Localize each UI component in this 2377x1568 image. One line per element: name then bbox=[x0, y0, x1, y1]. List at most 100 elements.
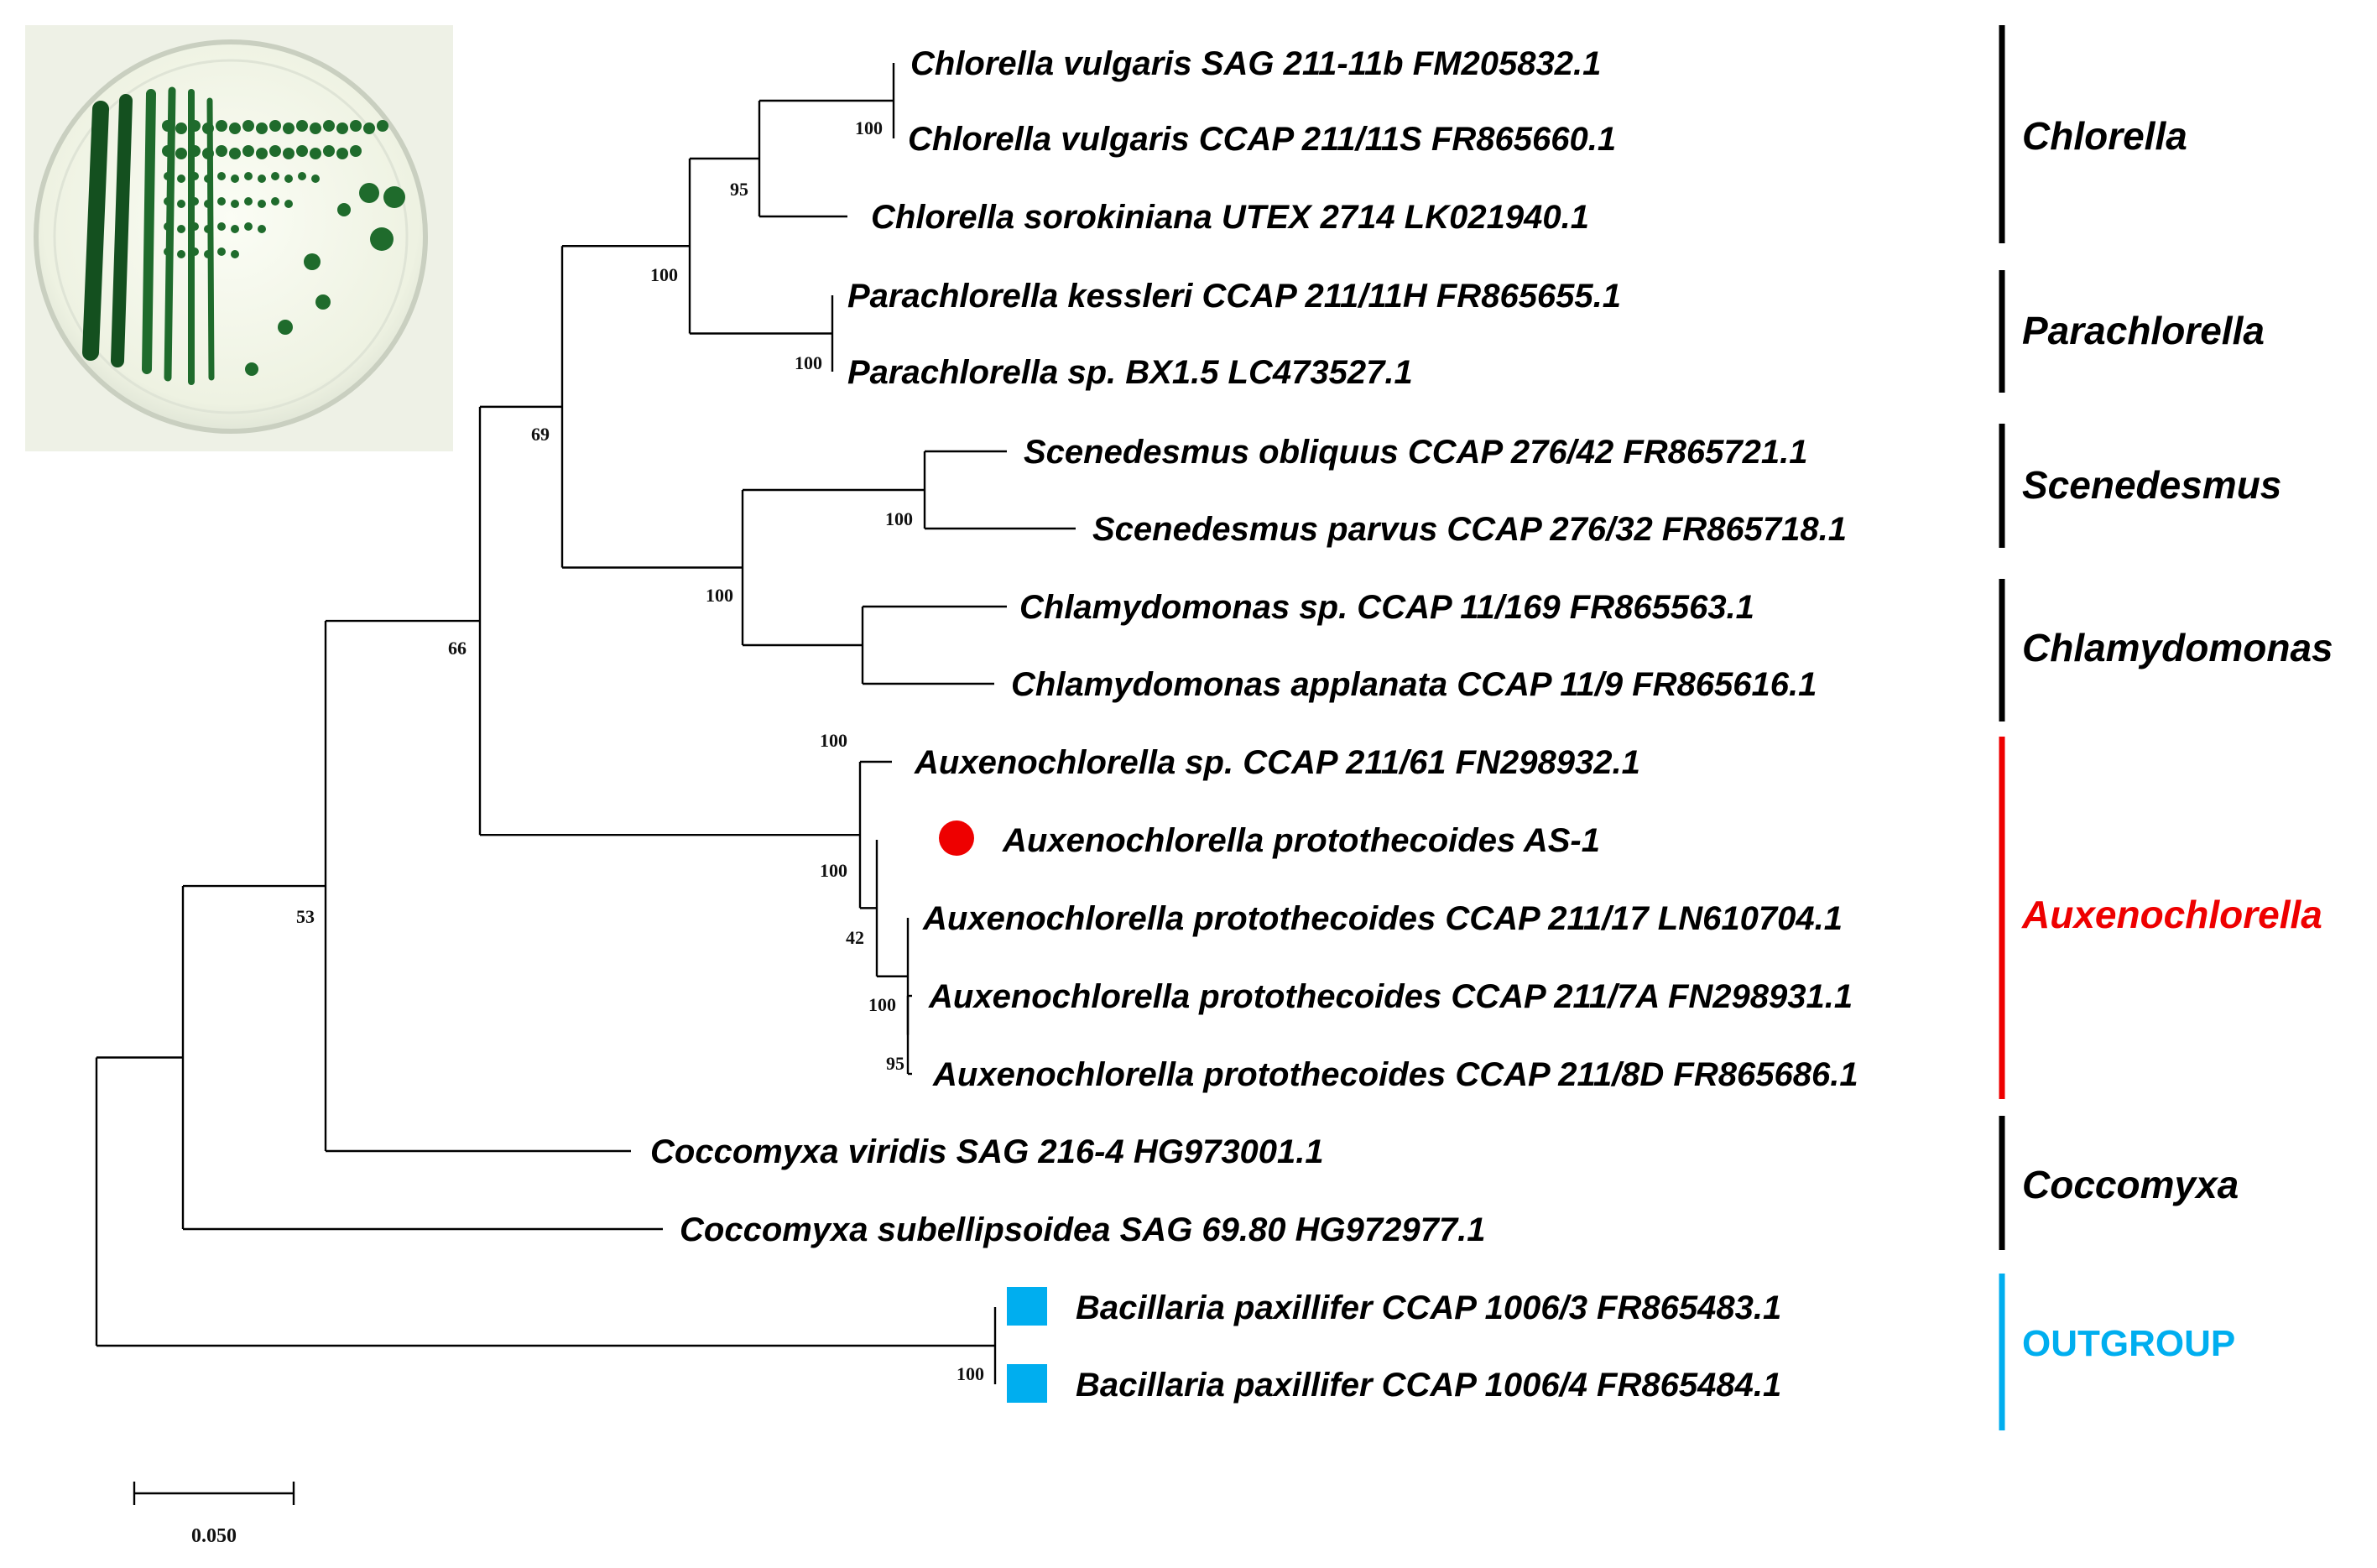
colony-dot bbox=[323, 120, 335, 132]
colony-dot bbox=[310, 122, 321, 134]
colony-dot bbox=[177, 225, 185, 233]
bootstrap-n6: 100 bbox=[885, 508, 913, 529]
leaf-label-cv2: Chlorella vulgaris CCAP 211/11S FR865660… bbox=[908, 121, 1616, 158]
leaf-label-cs: Chlorella sorokiniana UTEX 2714 LK021940… bbox=[871, 199, 1589, 236]
bootstrap-n9: 66 bbox=[448, 638, 467, 659]
colony-dot bbox=[204, 175, 212, 183]
colony-dot bbox=[190, 172, 199, 180]
colony-dot bbox=[231, 200, 239, 208]
colony-dot bbox=[278, 320, 293, 335]
tree-branches bbox=[95, 63, 1076, 1384]
colony-dot bbox=[269, 145, 281, 157]
colony-streak bbox=[142, 89, 156, 374]
colony-dot bbox=[336, 122, 348, 134]
colony-dot bbox=[244, 222, 253, 231]
colony-dot bbox=[189, 145, 201, 157]
algae-colonies bbox=[82, 86, 405, 385]
colony-dot bbox=[242, 145, 254, 157]
bootstrap-n4: 100 bbox=[795, 352, 822, 373]
leaf-label-cvir: Coccomyxa viridis SAG 216-4 HG973001.1 bbox=[650, 1133, 1324, 1170]
bootstrap-n1: 100 bbox=[855, 117, 883, 138]
colony-dot bbox=[315, 294, 331, 310]
bootstrap-n5: 69 bbox=[531, 424, 550, 445]
outgroup-marker-icon bbox=[1007, 1287, 1047, 1326]
colony-dot bbox=[216, 145, 227, 157]
colony-dot bbox=[296, 145, 308, 157]
leaf-label-ax1: Auxenochlorella sp. CCAP 211/61 FN298932… bbox=[914, 744, 1640, 781]
colony-dot bbox=[217, 197, 226, 206]
clade-label-outgroup: OUTGROUP bbox=[2022, 1323, 2235, 1364]
colony-dot bbox=[244, 197, 253, 206]
colony-dot bbox=[258, 175, 266, 183]
colony-dot bbox=[175, 122, 187, 134]
clade-label-parachlorella: Parachlorella bbox=[2022, 309, 2265, 352]
colony-dot bbox=[377, 120, 388, 132]
colony-dot bbox=[336, 148, 348, 159]
colony-dot bbox=[202, 148, 214, 159]
outgroup-marker-icon bbox=[1007, 1364, 1047, 1403]
colony-dot bbox=[256, 148, 268, 159]
colony-dot bbox=[177, 250, 185, 258]
leaf-label-csub: Coccomyxa subellipsoidea SAG 69.80 HG972… bbox=[680, 1211, 1485, 1248]
leaf-label-cv1: Chlorella vulgaris SAG 211-11b FM205832.… bbox=[910, 45, 1601, 82]
colony-dot bbox=[190, 222, 199, 231]
colony-dot bbox=[363, 122, 375, 134]
study-strain-marker-icon bbox=[939, 820, 974, 856]
leaf-label-ax3: Auxenochlorella protothecoides CCAP 211/… bbox=[922, 900, 1843, 937]
colony-dot bbox=[284, 175, 293, 183]
colony-dot bbox=[323, 145, 335, 157]
bootstrap-n13: 100 bbox=[868, 994, 896, 1015]
colony-dot bbox=[217, 247, 226, 256]
colony-dot bbox=[231, 225, 239, 233]
colony-dot bbox=[164, 197, 172, 206]
leaf-label-bp1: Bacillaria paxillifer CCAP 1006/3 FR8654… bbox=[1076, 1289, 1781, 1326]
colony-dot bbox=[244, 172, 253, 180]
colony-dot bbox=[229, 148, 241, 159]
clade-label-auxenochlorella: Auxenochlorella bbox=[2021, 893, 2322, 936]
clade-annotations: ChlorellaParachlorellaScenedesmusChlamyd… bbox=[1999, 25, 2333, 1430]
colony-dot bbox=[190, 197, 199, 206]
colony-dot bbox=[311, 175, 320, 183]
bootstrap-n8: 100 bbox=[706, 585, 733, 606]
colony-streak bbox=[206, 97, 215, 381]
colony-dot bbox=[359, 183, 379, 203]
colony-dot bbox=[177, 200, 185, 208]
colony-streak bbox=[82, 101, 109, 361]
leaf-label-ax2: Auxenochlorella protothecoides AS-1 bbox=[1002, 822, 1600, 859]
scale-bar: 0.050 bbox=[133, 1482, 295, 1547]
colony-dot bbox=[298, 172, 306, 180]
leaf-label-cm2: Chlamydomonas applanata CCAP 11/9 FR8656… bbox=[1011, 666, 1817, 703]
colony-dot bbox=[283, 148, 295, 159]
bootstrap-n10: 95 bbox=[886, 1053, 904, 1074]
colony-dot bbox=[175, 148, 187, 159]
colony-dot bbox=[310, 148, 321, 159]
leaf-label-ax5: Auxenochlorella protothecoides CCAP 211/… bbox=[932, 1056, 1858, 1093]
colony-dot bbox=[245, 362, 258, 376]
colony-streak bbox=[164, 86, 176, 382]
colony-dot bbox=[217, 222, 226, 231]
colony-dot bbox=[258, 225, 266, 233]
colony-dot bbox=[204, 250, 212, 258]
bootstrap-n7: 100 bbox=[820, 730, 847, 751]
colony-dot bbox=[177, 175, 185, 183]
colony-dot bbox=[164, 222, 172, 231]
leaf-label-ps: Parachlorella sp. BX1.5 LC473527.1 bbox=[847, 354, 1413, 391]
bootstrap-n14: 53 bbox=[296, 906, 315, 927]
bootstrap-n12: 42 bbox=[846, 927, 864, 948]
bootstrap-n3: 100 bbox=[650, 264, 678, 285]
leaf-label-pk: Parachlorella kessleri CCAP 211/11H FR86… bbox=[847, 278, 1621, 315]
colony-dot bbox=[350, 120, 362, 132]
colony-dot bbox=[202, 122, 214, 134]
leaf-label-cm1: Chlamydomonas sp. CCAP 11/169 FR865563.1 bbox=[1019, 589, 1754, 626]
colony-dot bbox=[229, 122, 241, 134]
colony-dot bbox=[162, 145, 174, 157]
colony-dot bbox=[242, 120, 254, 132]
colony-dot bbox=[190, 247, 199, 256]
colony-streak bbox=[111, 94, 133, 367]
clade-label-chlamydomonas: Chlamydomonas bbox=[2022, 626, 2333, 669]
clade-label-scenedesmus: Scenedesmus bbox=[2022, 463, 2281, 507]
colony-dot bbox=[337, 203, 351, 216]
clade-label-chlorella: Chlorella bbox=[2022, 114, 2187, 158]
